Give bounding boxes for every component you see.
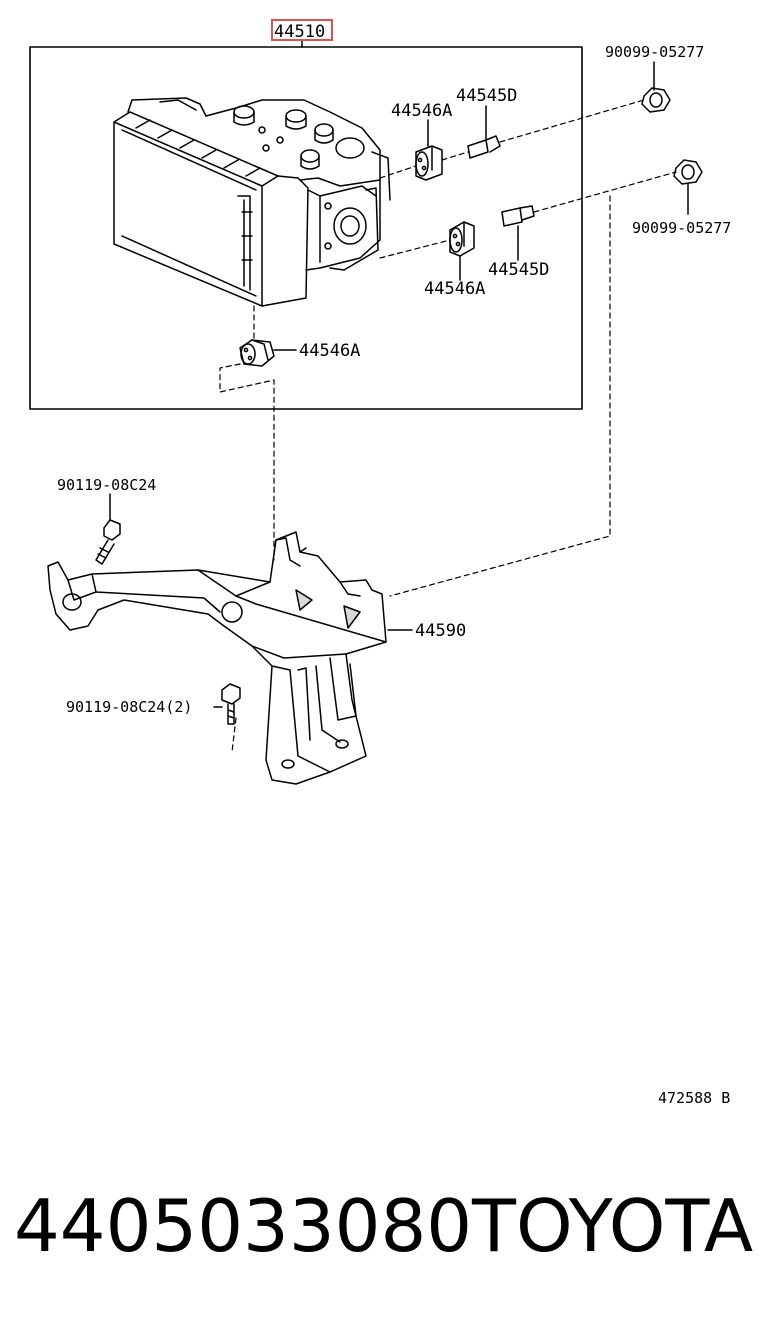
brand-name: TOYOTA	[472, 1184, 754, 1268]
cushion-44546a-right	[449, 221, 475, 257]
stud-44545d-right	[501, 205, 535, 237]
label-bolt-bottom[interactable]: 90119-08C24(2)	[66, 698, 192, 716]
flange-nut-top	[641, 87, 671, 113]
part-number: 4405033080	[14, 1184, 473, 1268]
label-cushion-bottom[interactable]: 44546A	[299, 341, 360, 361]
stud-44545d-top	[467, 131, 501, 159]
assembly-frame	[29, 46, 583, 410]
label-bracket[interactable]: 44590	[415, 621, 466, 641]
bolt-90119-bottom	[221, 683, 241, 725]
label-cushion-right[interactable]: 44546A	[424, 279, 485, 299]
highlight-box	[271, 19, 333, 41]
cushion-44546a-bottom	[239, 339, 275, 367]
cushion-44546a-top	[415, 145, 443, 181]
bracket-44590	[47, 531, 387, 785]
parts-diagram: 44510 90099-05277 90099-05277 44545D 445…	[29, 19, 731, 1107]
reference-code: 472588 B	[658, 1089, 730, 1107]
label-stud-right[interactable]: 44545D	[488, 260, 549, 280]
label-nut-top[interactable]: 90099-05277	[605, 43, 704, 61]
label-main-part[interactable]: 44510	[274, 22, 325, 42]
label-stud-top[interactable]: 44545D	[456, 86, 517, 106]
abs-actuator-drawing	[113, 97, 391, 307]
label-cushion-top[interactable]: 44546A	[391, 101, 452, 121]
flange-nut-right	[673, 159, 703, 185]
label-nut-right[interactable]: 90099-05277	[632, 219, 731, 237]
label-bolt-top[interactable]: 90119-08C24	[57, 476, 156, 494]
bolt-90119-top	[95, 519, 121, 565]
